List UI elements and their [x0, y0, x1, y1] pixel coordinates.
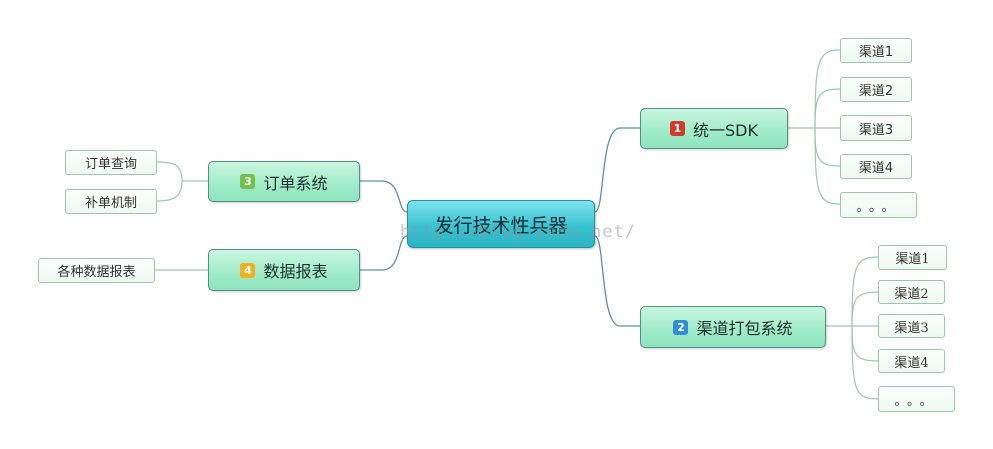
- link-central-packaging: [594, 235, 640, 327]
- sdk-leaf-channel-3[interactable]: 渠道3: [840, 115, 912, 141]
- packaging-leaf-more[interactable]: 。。。: [878, 386, 955, 412]
- sdk-leaf-channel-2[interactable]: 渠道2: [840, 77, 912, 102]
- central-topic[interactable]: 发行技术性兵器: [407, 200, 595, 248]
- branch-data-report[interactable]: 4 数据报表: [208, 249, 360, 291]
- sdk-leaf-more[interactable]: 。。。: [840, 192, 917, 218]
- branch-order-system[interactable]: 3 订单系统: [208, 161, 360, 202]
- sdk-leaf-channel-1[interactable]: 渠道1: [840, 38, 912, 63]
- link-central-sdk: [594, 127, 640, 213]
- link-central-report: [360, 235, 408, 271]
- order-leaf-reissue[interactable]: 补单机制: [65, 189, 157, 214]
- branch-label: 数据报表: [263, 262, 328, 281]
- branch-label: 渠道打包系统: [696, 319, 793, 338]
- packaging-leaf-channel-4[interactable]: 渠道4: [878, 349, 945, 373]
- priority-3-icon: 3: [240, 174, 256, 189]
- packaging-leaf-channel-1[interactable]: 渠道1: [878, 245, 947, 270]
- branch-channel-packaging[interactable]: 2 渠道打包系统: [640, 306, 826, 348]
- report-leaf-all-reports[interactable]: 各种数据报表: [38, 258, 155, 283]
- priority-4-icon: 4: [240, 262, 256, 278]
- priority-1-icon: 1: [670, 121, 685, 136]
- priority-2-icon: 2: [673, 319, 689, 335]
- sdk-leaf-channel-4[interactable]: 渠道4: [840, 154, 912, 179]
- packaging-leaf-channel-3[interactable]: 渠道3: [878, 314, 945, 338]
- branch-label: 统一SDK: [693, 120, 758, 140]
- branch-label: 订单系统: [263, 173, 328, 193]
- branch-unified-sdk[interactable]: 1 统一SDK: [640, 108, 788, 149]
- central-topic-label: 发行技术性兵器: [434, 214, 568, 237]
- packaging-leaf-channel-2[interactable]: 渠道2: [878, 280, 945, 304]
- order-leaf-query[interactable]: 订单查询: [65, 150, 157, 175]
- link-central-order: [360, 180, 408, 213]
